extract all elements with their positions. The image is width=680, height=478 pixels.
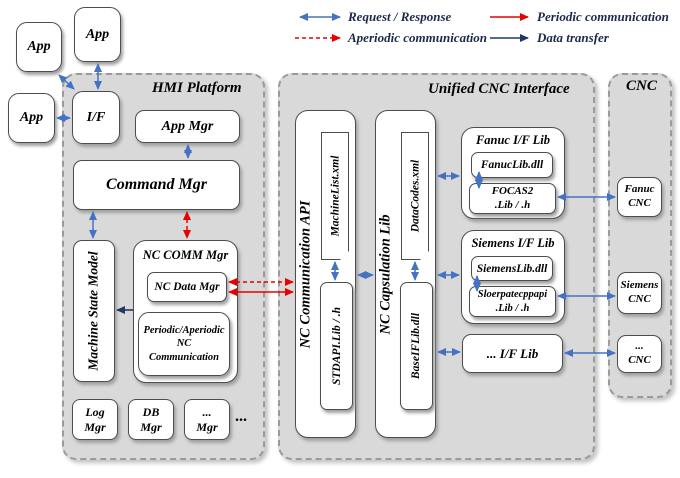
nc-data-mgr-box: NC Data Mgr [147, 272, 227, 302]
app-mgr-box: App Mgr [135, 110, 240, 143]
datacodes-xml-file: DataCodes.xml [401, 132, 429, 260]
siemens-cnc-box: Siemens CNC [617, 272, 662, 314]
machinelist-xml-label: MachineList.xml [329, 155, 342, 237]
datacodes-xml-label: DataCodes.xml [409, 159, 422, 233]
machine-state-model-box [73, 240, 115, 382]
log-mgr-box: Log Mgr [72, 399, 118, 440]
app-box-3: App [8, 93, 55, 143]
baseiflib-dll-label: BaseIFLib.dll [410, 312, 423, 380]
machine-state-model-label: Machine State Model [86, 251, 102, 371]
db-mgr-box: DB Mgr [128, 399, 174, 440]
db-mgr-label: DB Mgr [140, 404, 162, 434]
nc-data-mgr-label: NC Data Mgr [154, 281, 220, 293]
periodic-aperiodic-box: Periodic/Aperiodic NC Communication [138, 312, 230, 376]
baseiflib-dll-box: BaseIFLib.dll [400, 282, 433, 410]
machine-state-model-labelwrap: Machine State Model [73, 240, 115, 382]
etc-if-lib-label: ... I/F Lib [486, 345, 539, 361]
app-box-1: App [16, 22, 62, 72]
if-label: I/F [86, 109, 106, 125]
if-box: I/F [72, 91, 120, 144]
mgr-ellipsis: ... [235, 408, 247, 425]
stdapi-lib-label: STDAPI.Lib / .h [330, 307, 343, 385]
app-box-3-label: App [19, 110, 44, 125]
nc-communication-api-titlewrap: NC Communication API [293, 110, 319, 438]
unified-cnc-interface-title: Unified CNC Interface [428, 81, 570, 97]
app-mgr-label: App Mgr [161, 118, 214, 134]
siemenslib-dll-box: SiemensLib.dll [471, 256, 553, 281]
fanuc-if-lib-title: Fanuc I/F Lib [475, 133, 551, 147]
fanuclib-dll-label: FanucLib.dll [480, 159, 544, 171]
command-mgr-box: Command Mgr [73, 160, 240, 210]
etc-if-lib-box: ... I/F Lib [462, 334, 563, 373]
fanuc-cnc-label: Fanuc CNC [624, 183, 655, 209]
legend-periodic-label: Periodic communication [537, 9, 669, 24]
fanuclib-dll-box: FanucLib.dll [471, 152, 553, 178]
nc-communication-api-title: NC Communication API [297, 200, 314, 348]
command-mgr-label: Command Mgr [106, 176, 207, 193]
siemenslib-dll-label: SiemensLib.dll [476, 262, 548, 275]
app-box-2: App [74, 7, 121, 62]
fanuc-cnc-box: Fanuc CNC [617, 177, 662, 217]
machinelist-xml-file: MachineList.xml [321, 132, 349, 260]
periodic-aperiodic-label: Periodic/Aperiodic NC Communication [143, 325, 225, 363]
etc-mgr-label: ... Mgr [196, 404, 218, 434]
focas2-lib-label: FOCAS2 .Lib / .h [491, 184, 534, 211]
etc-cnc-box: ... CNC [617, 335, 662, 373]
etc-cnc-label: ... CNC [628, 340, 651, 366]
cnc-title: CNC [626, 78, 657, 94]
stdapi-lib-box: STDAPI.Lib / .h [320, 282, 353, 410]
siemens-cnc-label: Siemens CNC [620, 279, 659, 305]
legend-data-transfer-label: Data transfer [537, 30, 609, 45]
app-box-1-label: App [27, 39, 51, 54]
nc-comm-mgr-title: NC COMM Mgr [142, 248, 229, 262]
focas2-lib-box: FOCAS2 .Lib / .h [469, 183, 556, 214]
app-box-2-label: App [85, 26, 110, 42]
etc-mgr-box: ... Mgr [184, 399, 230, 440]
sloerpatecppapi-lib-label: Sloerpatecppapi .Lib / .h [477, 289, 548, 314]
hmi-platform-title: HMI Platform [152, 80, 242, 96]
nc-capsulation-lib-title: NC Capsulation Lib [377, 213, 394, 335]
legend-request-response-label: Request / Response [348, 9, 452, 24]
log-mgr-label: Log Mgr [84, 404, 106, 434]
sloerpatecppapi-lib-box: Sloerpatecppapi .Lib / .h [469, 286, 556, 317]
nc-capsulation-lib-titlewrap: NC Capsulation Lib [373, 110, 399, 438]
legend-aperiodic-label: Aperiodic communication [348, 30, 488, 45]
siemens-if-lib-title: Siemens I/F Lib [471, 236, 555, 250]
